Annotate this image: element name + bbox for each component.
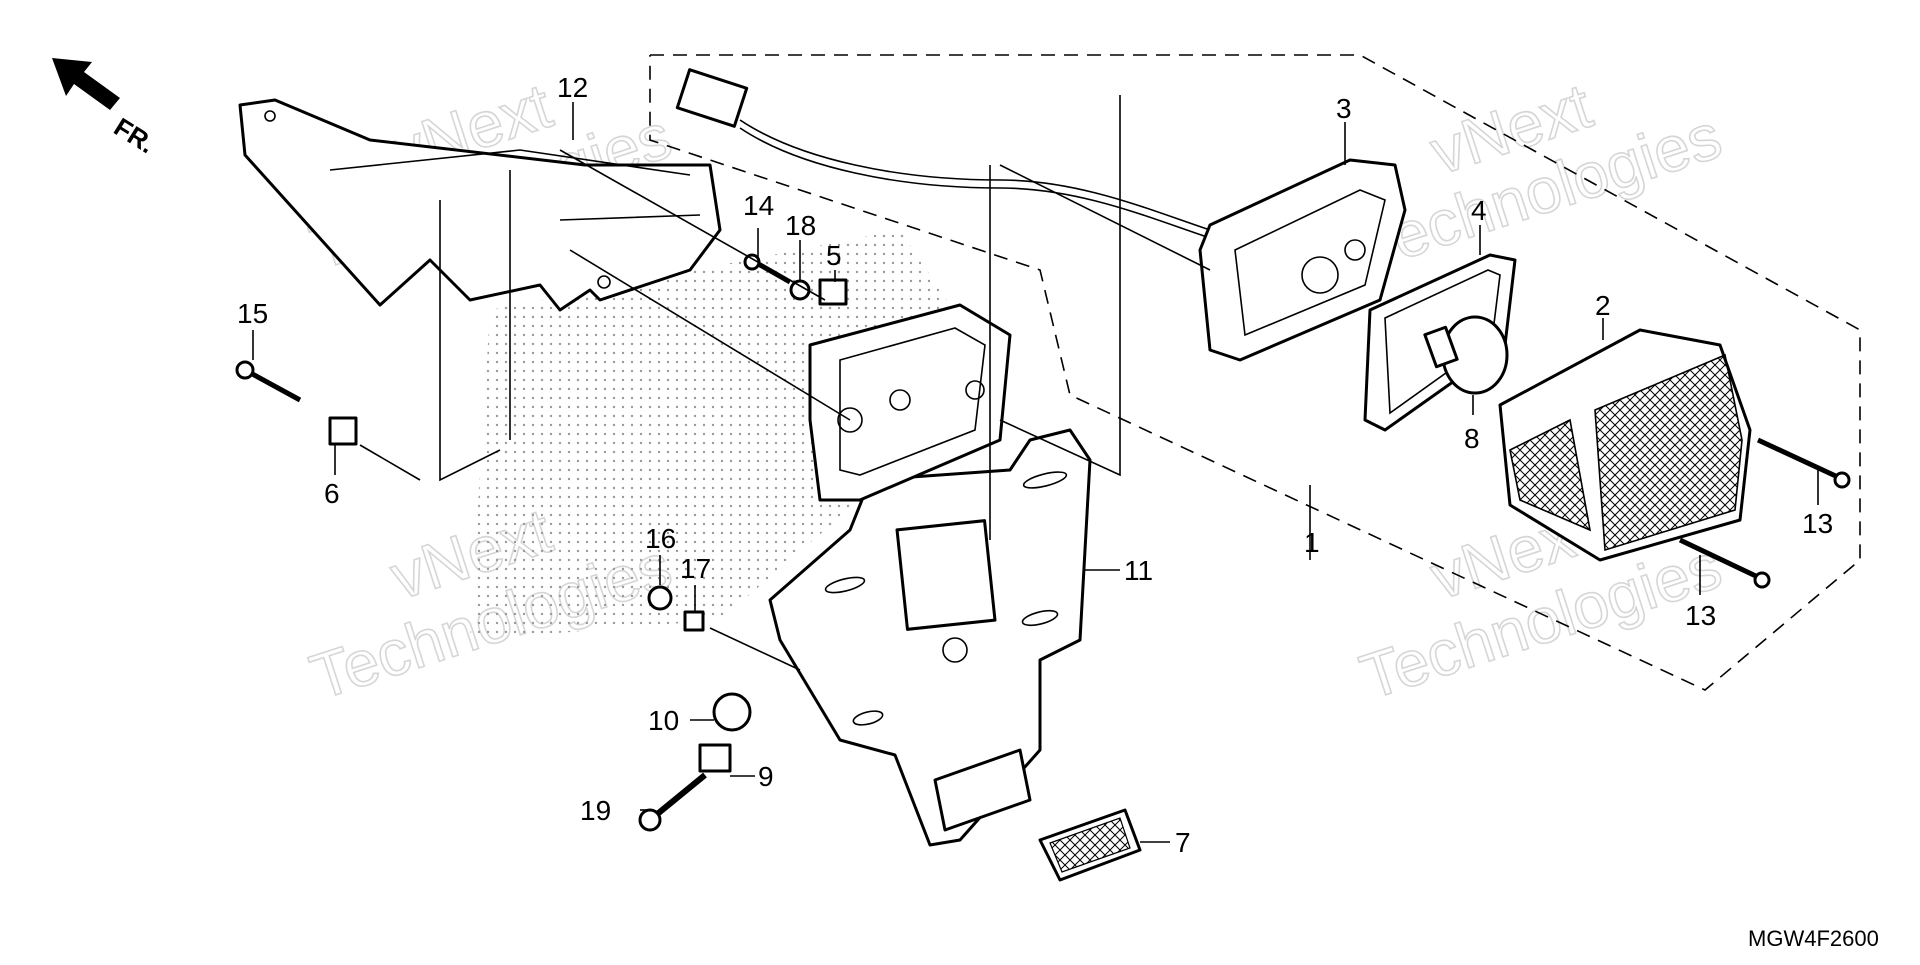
callout-12: 12 xyxy=(557,72,588,103)
assembly-outline xyxy=(649,54,1861,691)
callout-16: 16 xyxy=(645,523,676,554)
bolt-15 xyxy=(243,367,302,403)
callout-17: 17 xyxy=(680,553,711,584)
taillight-lens-part xyxy=(1498,328,1752,562)
taillight-base-part xyxy=(1198,158,1407,362)
callout-2: 2 xyxy=(1595,290,1611,321)
license-light-frame-part xyxy=(808,303,1012,502)
license-bracket-part xyxy=(768,428,1092,847)
callout-1: 1 xyxy=(1304,527,1320,558)
callout-9: 9 xyxy=(758,761,774,792)
collar-5 xyxy=(818,278,848,306)
leader-lines xyxy=(252,102,1819,843)
grommet-10 xyxy=(712,692,752,732)
lens-gasket-inner xyxy=(1384,269,1501,415)
callout-11: 11 xyxy=(1124,555,1153,586)
bolt-19 xyxy=(648,772,707,823)
callout-14: 14 xyxy=(743,190,774,221)
callout-15: 15 xyxy=(237,298,268,329)
callout-4: 4 xyxy=(1471,195,1487,226)
washer-18 xyxy=(789,279,811,301)
callout-7: 7 xyxy=(1175,827,1191,858)
callout-8: 8 xyxy=(1464,423,1480,454)
nut-16 xyxy=(647,585,673,611)
front-direction-arrow-icon: FR. xyxy=(52,58,160,159)
callout-19: 19 xyxy=(580,795,611,826)
callout-6: 6 xyxy=(324,478,340,509)
callout-13a: 13 xyxy=(1802,508,1833,539)
lens-screws xyxy=(1678,437,1851,589)
reflector-part xyxy=(933,748,1142,882)
callout-18: 18 xyxy=(785,210,816,241)
callout-5: 5 xyxy=(826,240,842,271)
callout-10: 10 xyxy=(648,705,679,736)
bulb-part xyxy=(1423,315,1509,395)
drawing-code: MGW4F2600 xyxy=(1748,926,1879,951)
guide-lines xyxy=(359,95,1211,671)
hardware xyxy=(235,253,848,832)
wiring-harness xyxy=(675,68,1211,239)
direction-label: FR. xyxy=(109,112,160,160)
collar-9 xyxy=(698,743,732,773)
callout-3: 3 xyxy=(1336,93,1352,124)
grommet-6 xyxy=(328,416,358,446)
callout-labels: 1 2 3 4 5 6 7 8 9 10 11 12 13 13 14 15 1… xyxy=(237,72,1833,858)
callout-13b: 13 xyxy=(1685,600,1716,631)
nut-17 xyxy=(683,610,705,632)
